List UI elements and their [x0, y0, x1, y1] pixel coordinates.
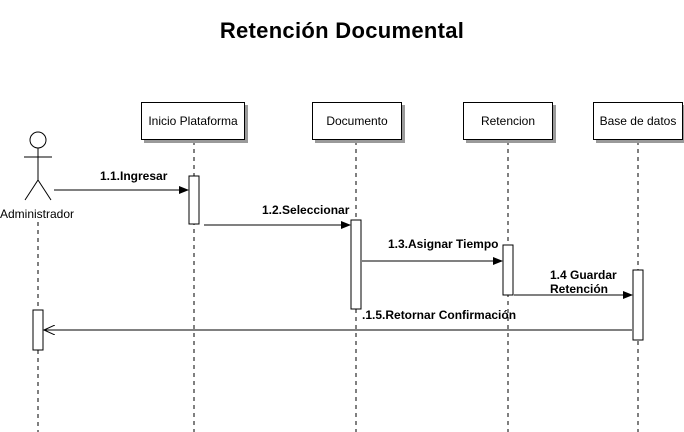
- message-label-1-4-line2: Retención: [550, 282, 609, 296]
- actor-stick-figure-icon: [24, 131, 52, 201]
- activation-bar-retencion: [502, 244, 514, 296]
- message-label-1-3: 1.3.Asignar Tiempo: [388, 237, 499, 251]
- activation-bar-documento: [350, 219, 362, 310]
- message-label-1-4: 1.4 Guardar Retención: [550, 268, 617, 296]
- activation-bar-inicio: [188, 175, 200, 225]
- message-label-1-2: 1.2.Seleccionar: [262, 203, 350, 217]
- activation-bar-administrador: [32, 309, 44, 351]
- message-label-1-1: 1.1.Ingresar: [100, 169, 168, 183]
- message-label-1-4-line1: 1.4 Guardar: [550, 268, 617, 282]
- diagram-title: Retención Documental: [219, 18, 465, 43]
- actor-label: Administrador: [0, 207, 75, 221]
- message-label-1-5: .1.5.Retornar Confirmación: [362, 308, 517, 322]
- participant-inicio-plataforma: Inicio Plataforma: [141, 102, 245, 140]
- participant-documento: Documento: [312, 102, 402, 140]
- participant-retencion: Retencion: [463, 102, 553, 140]
- participant-base-de-datos: Base de datos: [593, 102, 683, 140]
- activation-bar-base: [632, 269, 644, 341]
